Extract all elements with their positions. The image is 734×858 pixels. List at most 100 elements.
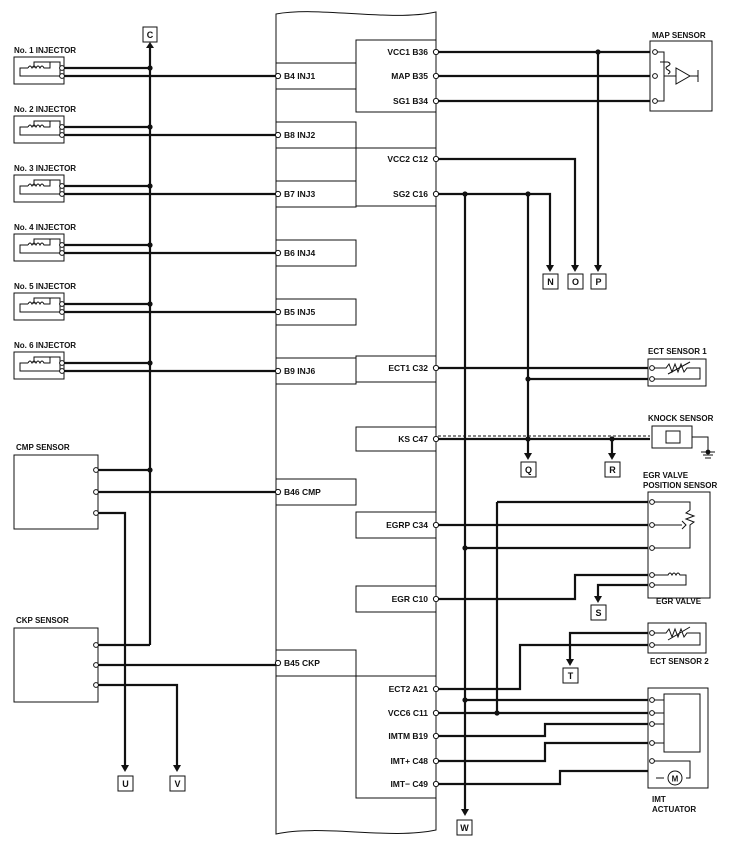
egr-solenoid-coil xyxy=(654,572,687,586)
pin-b46: B46 CMP xyxy=(284,487,321,497)
pin-dot xyxy=(274,659,282,667)
connector-t-label: T xyxy=(568,671,574,681)
egr-pos-label-2: POSITION SENSOR xyxy=(643,481,717,490)
pin-dot xyxy=(274,72,282,80)
ect2-terminal xyxy=(649,642,655,648)
arrow-down-icon xyxy=(594,265,602,272)
pin-vcc1-b36: VCC1 B36 xyxy=(387,47,428,57)
wire-egr xyxy=(438,573,652,601)
connector-c-label: C xyxy=(147,30,154,40)
injector-6-label: No. 6 INJECTOR xyxy=(14,341,76,350)
wire-vcc2 xyxy=(438,157,577,268)
injector-3-label: No. 3 INJECTOR xyxy=(14,164,76,173)
wire-imtm xyxy=(438,722,652,738)
junction-dot xyxy=(147,242,153,248)
connector-u xyxy=(117,775,134,792)
imt-terminal xyxy=(649,740,655,746)
imt-terminal xyxy=(649,710,655,716)
cmp-terminal xyxy=(93,489,99,495)
injector-1-label: No. 1 INJECTOR xyxy=(14,46,76,55)
junction-dot xyxy=(147,65,153,71)
pin-egrp-c34: EGRP C34 xyxy=(386,520,428,530)
connector-o xyxy=(567,273,584,290)
connector-n xyxy=(542,273,559,290)
wire-ect2 xyxy=(438,643,652,691)
junction-dot xyxy=(462,697,468,703)
junction-dot xyxy=(494,710,500,716)
cmp-terminal xyxy=(93,467,99,473)
injector-3: No. 3 INJECTOR xyxy=(13,164,76,203)
ecm-left-box-4 xyxy=(275,239,357,267)
connector-s-label: S xyxy=(595,608,601,618)
connector-r-label: R xyxy=(609,465,616,475)
wire-ect2-t xyxy=(568,631,652,660)
connector-v xyxy=(169,775,186,792)
map-sensor-label: MAP SENSOR xyxy=(652,31,706,40)
arrow-down-icon xyxy=(121,765,129,772)
imt-terminal xyxy=(649,721,655,727)
motor-symbol: M xyxy=(672,775,679,784)
pin-ks-c47: KS C47 xyxy=(398,434,428,444)
map-terminal xyxy=(652,98,658,104)
map-sensor xyxy=(649,40,713,112)
connector-r xyxy=(604,461,621,478)
junction-dot xyxy=(525,436,531,442)
junction-dot xyxy=(147,301,153,307)
ecm-left-box-7 xyxy=(275,478,357,506)
pin-b7: B7 INJ3 xyxy=(284,189,315,199)
connector-u-label: U xyxy=(122,779,129,789)
arrow-up-icon xyxy=(146,42,154,48)
arrow-down-icon xyxy=(546,265,554,272)
arrow-down-icon xyxy=(566,659,574,666)
ecm-body xyxy=(275,11,437,835)
junction-dot xyxy=(462,545,468,551)
connector-w-label: W xyxy=(460,823,469,833)
arrow-down-icon xyxy=(608,453,616,460)
pin-ect2-a21: ECT2 A21 xyxy=(389,684,429,694)
egrp-terminal xyxy=(649,545,655,551)
pin-vcc6-c11: VCC6 C11 xyxy=(388,708,428,718)
imt-terminal xyxy=(649,758,655,764)
ground-icon xyxy=(705,449,711,455)
connector-q-label: Q xyxy=(525,465,532,475)
connector-p-label: P xyxy=(595,277,601,287)
pin-dot xyxy=(274,131,282,139)
connector-v-label: V xyxy=(174,779,180,789)
pin-b9: B9 INJ6 xyxy=(284,366,315,376)
injector-4-label: No. 4 INJECTOR xyxy=(14,223,76,232)
right-pin-dots xyxy=(432,48,440,788)
arrow-down-icon xyxy=(594,596,602,603)
connector-n-label: N xyxy=(547,277,554,287)
injector-1: No. 1 INJECTOR xyxy=(13,46,76,85)
knock-sensor-label: KNOCK SENSOR xyxy=(648,414,714,423)
connector-w xyxy=(456,819,473,836)
cmp-sensor-label: CMP SENSOR xyxy=(16,443,70,452)
connector-o-label: O xyxy=(572,277,579,287)
pin-imtn-c49: IMT− C49 xyxy=(390,779,428,789)
imt-internal xyxy=(654,699,691,779)
map-internal xyxy=(657,51,699,102)
ckp-terminal xyxy=(93,682,99,688)
pin-sg1-b34: SG1 B34 xyxy=(393,96,428,106)
egrp-terminal xyxy=(649,522,655,528)
ecm-left-box-6 xyxy=(275,357,357,385)
wire-imtp xyxy=(438,741,652,763)
ect-sensor-2 xyxy=(647,622,707,654)
wire-egr-s xyxy=(596,583,652,598)
pin-map-b35: MAP B35 xyxy=(391,71,428,81)
wire-imtn xyxy=(438,769,670,786)
cmp-terminal xyxy=(93,510,99,516)
motor-icon xyxy=(667,770,683,786)
injector-2-label: No. 2 INJECTOR xyxy=(14,105,76,114)
ect-sensor-1-label: ECT SENSOR 1 xyxy=(648,347,707,356)
egrp-potentiometer xyxy=(654,501,696,549)
junction-dot xyxy=(525,376,531,382)
ect-sensor-2-label: ECT SENSOR 2 xyxy=(650,657,709,666)
ckp-sensor-label: CKP SENSOR xyxy=(16,616,69,625)
pin-dot xyxy=(274,190,282,198)
pin-b6: B6 INJ4 xyxy=(284,248,315,258)
injector-6: No. 6 INJECTOR xyxy=(13,341,76,380)
imt-actuator-label-1: IMT xyxy=(652,795,666,804)
pin-b4: B4 INJ1 xyxy=(284,71,315,81)
